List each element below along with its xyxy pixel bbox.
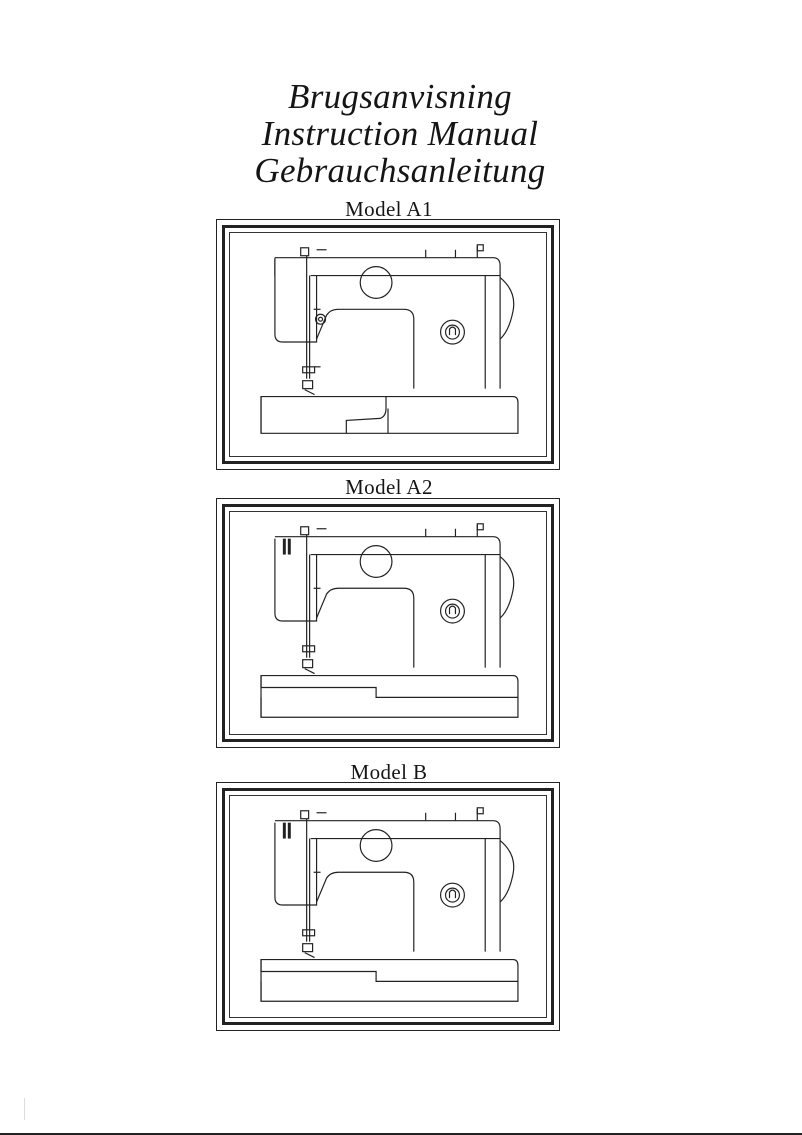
sewing-machine-b-icon — [260, 807, 519, 1002]
title-english: Instruction Manual — [261, 114, 539, 153]
scan-margin-mark — [24, 1098, 25, 1120]
sewing-machine-a1-icon — [260, 244, 519, 434]
model-a2-illustration-frame — [216, 498, 560, 748]
page-bottom-edge — [0, 1133, 802, 1135]
title-block: Brugsanvisning Instruction Manual Gebrau… — [190, 78, 610, 189]
title-german: Gebrauchsanleitung — [254, 151, 546, 190]
model-label-a1: Model A1 — [345, 197, 433, 221]
title-danish: Brugsanvisning — [288, 77, 512, 116]
model-b-illustration-frame — [216, 782, 560, 1031]
model-a1-illustration-frame — [216, 219, 560, 470]
model-label-a2: Model A2 — [345, 475, 433, 499]
sewing-machine-a2-icon — [260, 523, 519, 718]
model-label-b: Model B — [350, 760, 428, 784]
